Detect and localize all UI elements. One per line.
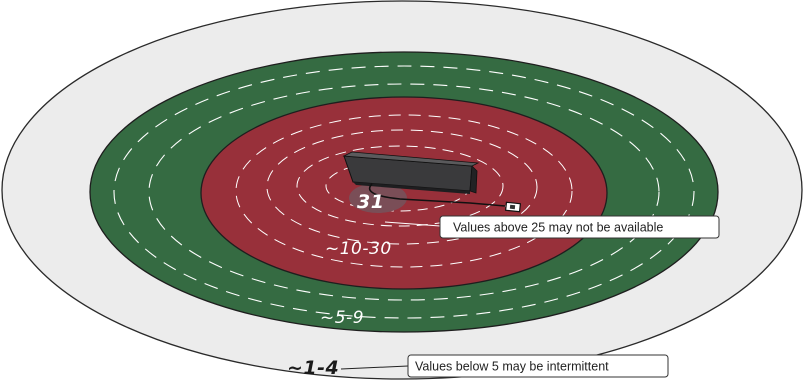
red-dashed-ring xyxy=(235,114,573,268)
center-value-label: 31 xyxy=(357,191,384,213)
outer-zone-label: ~1-4 xyxy=(287,357,339,379)
center-spot xyxy=(349,183,407,213)
red-dashed-ring xyxy=(296,145,504,227)
sensor-device-icon xyxy=(342,151,522,213)
red-zone-label: ~10-30 xyxy=(325,239,392,259)
upper-callout-text: Values above 25 may not be available xyxy=(453,221,663,235)
outer-callout-leader xyxy=(340,365,409,370)
red-dashed-ring xyxy=(266,129,538,245)
lower-callout-text: Values below 5 may be intermittent xyxy=(415,360,609,374)
green-dashed-ring xyxy=(113,65,695,319)
green-zone-label: ~5-9 xyxy=(320,308,364,328)
lower-callout-box xyxy=(407,354,669,378)
upper-callout-box xyxy=(439,215,720,239)
green-dashed-ring xyxy=(148,83,660,301)
upper-callout-leader xyxy=(384,221,441,227)
